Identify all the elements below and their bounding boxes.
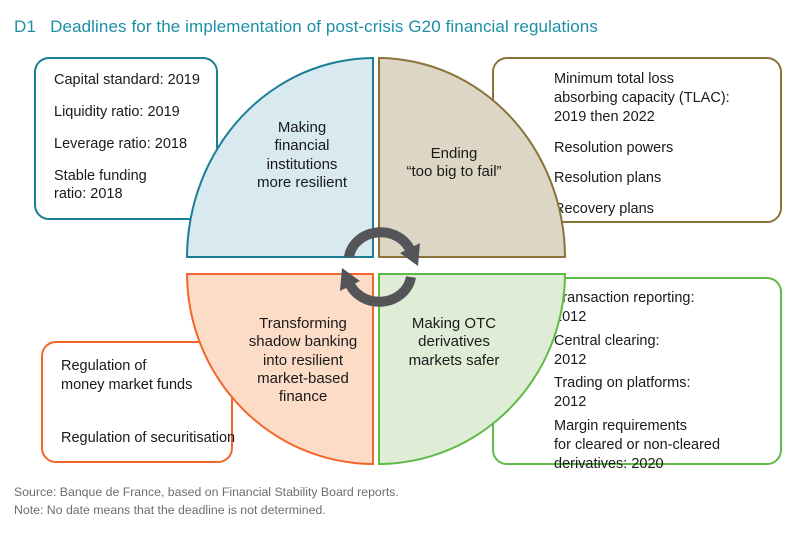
cycle-arrow-icon	[340, 227, 420, 307]
list-item: Resolution powers	[554, 139, 674, 156]
list-item: Stable funding ratio: 2018	[54, 167, 147, 203]
figure-title: Deadlines for the implementation of post…	[50, 17, 598, 36]
callout-bl-list: Regulation of money market funds Regulat…	[61, 357, 246, 448]
list-item: Resolution plans	[554, 170, 662, 187]
list-item: Leverage ratio: 2018	[54, 135, 188, 152]
list-item: Central clearing: 2012	[554, 332, 660, 368]
methodology-note: Note: No date means that the deadline is…	[14, 502, 326, 517]
callout-ending-too-big-to-fail: Minimum total loss absorbing capacity (T…	[492, 57, 782, 223]
list-item: Minimum total loss absorbing capacity (T…	[554, 71, 730, 125]
footnotes: Source: Banque de France, based on Finan…	[14, 484, 399, 520]
list-item: Regulation of money market funds	[61, 358, 193, 393]
list-item: Recovery plans	[554, 201, 654, 218]
callout-tr-list: Minimum total loss absorbing capacity (T…	[554, 70, 784, 219]
source-note: Source: Banque de France, based on Finan…	[14, 485, 399, 499]
figure-tag: D1	[14, 17, 37, 36]
callout-br-list: Transaction reporting: 2012 Central clea…	[554, 289, 784, 474]
list-item: Capital standard: 2019	[54, 72, 200, 88]
list-item: Liquidity ratio: 2019	[54, 103, 180, 120]
list-item: Trading on platforms: 2012	[554, 375, 691, 411]
quadrant-label: Making financial institutions more resil…	[256, 119, 348, 191]
callout-shadow-banking: Regulation of money market funds Regulat…	[41, 341, 235, 463]
list-item: Transaction reporting: 2012	[554, 290, 695, 325]
quadrant-label: Making OTC derivatives markets safer	[408, 315, 500, 369]
list-item: Margin requirements for cleared or non-c…	[554, 418, 721, 472]
callout-making-institutions-resilient: Capital standard: 2019 Liquidity ratio: …	[34, 57, 218, 220]
quadrant-label: Ending “too big to fail”	[406, 145, 502, 181]
list-item: Regulation of securitisation	[61, 429, 236, 446]
quadrant-label: Transforming shadow banking into resilie…	[248, 315, 358, 406]
page-title: D1 Deadlines for the implementation of p…	[14, 17, 598, 37]
callout-tl-list: Capital standard: 2019 Liquidity ratio: …	[54, 71, 229, 204]
